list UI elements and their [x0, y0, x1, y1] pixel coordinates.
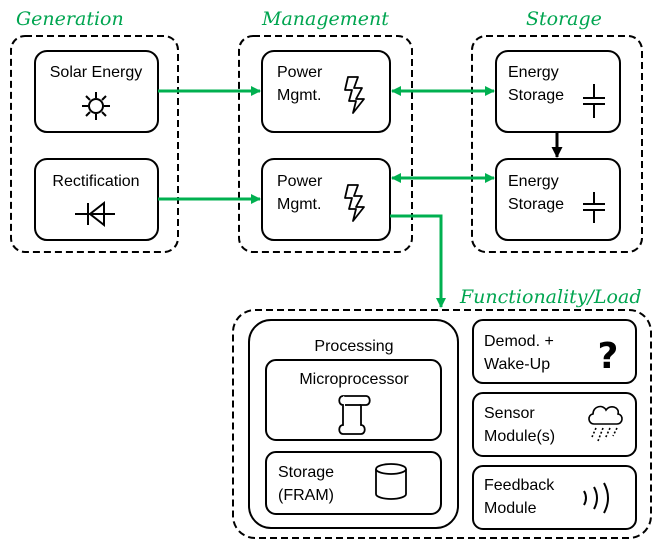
management-title: Management — [261, 8, 389, 30]
functionality-title: Functionality/Load — [459, 286, 641, 308]
rectification-box: Rectification — [34, 158, 159, 241]
management-group — [238, 35, 413, 253]
demod-line1: Demod. + — [484, 333, 554, 350]
functionality-group — [232, 309, 652, 539]
generation-title: Generation — [16, 8, 124, 30]
question-icon: ? — [598, 336, 619, 377]
scroll-icon — [338, 395, 371, 435]
feedback-line2: Module — [484, 500, 537, 517]
rectification-label: Rectification — [52, 173, 139, 190]
generation-group — [10, 35, 179, 253]
storage-fram-box: Storage (FRAM) — [265, 451, 442, 515]
processing-label: Processing — [314, 338, 393, 355]
power-mgmt-2-line1: Power — [277, 173, 323, 190]
storage-fram-line2: (FRAM) — [278, 487, 334, 504]
lightning-icon — [344, 76, 365, 114]
sound-waves-icon — [583, 482, 609, 514]
lightning-icon — [344, 184, 365, 222]
energy-storage-2-line1: Energy — [508, 173, 559, 190]
cloud-rain-icon — [588, 405, 623, 442]
power-mgmt-1-line2: Mgmt. — [277, 87, 321, 104]
solar-energy-label: Solar Energy — [50, 64, 143, 81]
energy-storage-1-line1: Energy — [508, 64, 559, 81]
power-mgmt-1-line1: Power — [277, 64, 323, 81]
sensor-line1: Sensor — [484, 405, 535, 422]
database-icon — [375, 463, 407, 500]
capacitor-icon — [583, 84, 605, 118]
sun-icon — [82, 92, 110, 120]
energy-storage-box-1: Energy Storage — [495, 50, 621, 133]
energy-storage-box-2: Energy Storage — [495, 158, 621, 241]
storage-title: Storage — [526, 8, 602, 30]
power-mgmt-box-2: Power Mgmt. — [261, 158, 391, 241]
power-mgmt-2-line2: Mgmt. — [277, 196, 321, 213]
sensor-line2: Module(s) — [484, 428, 555, 445]
diode-icon — [75, 200, 115, 228]
feedback-module-box: Feedback Module — [472, 465, 637, 530]
demod-wakeup-box: Demod. + Wake-Up ? — [472, 319, 637, 384]
sensor-module-box: Sensor Module(s) — [472, 392, 637, 457]
storage-fram-line1: Storage — [278, 464, 334, 481]
feedback-line1: Feedback — [484, 477, 555, 494]
solar-energy-box: Solar Energy — [34, 50, 159, 133]
power-mgmt-box-1: Power Mgmt. — [261, 50, 391, 133]
microprocessor-box: Microprocessor — [265, 359, 442, 441]
energy-storage-1-line2: Storage — [508, 87, 564, 104]
storage-group — [471, 35, 643, 253]
flow-pm2-to-load — [390, 214, 446, 308]
capacitor-icon — [583, 192, 605, 223]
microprocessor-label: Microprocessor — [299, 371, 409, 388]
demod-line2: Wake-Up — [484, 356, 550, 373]
energy-storage-2-line2: Storage — [508, 196, 564, 213]
